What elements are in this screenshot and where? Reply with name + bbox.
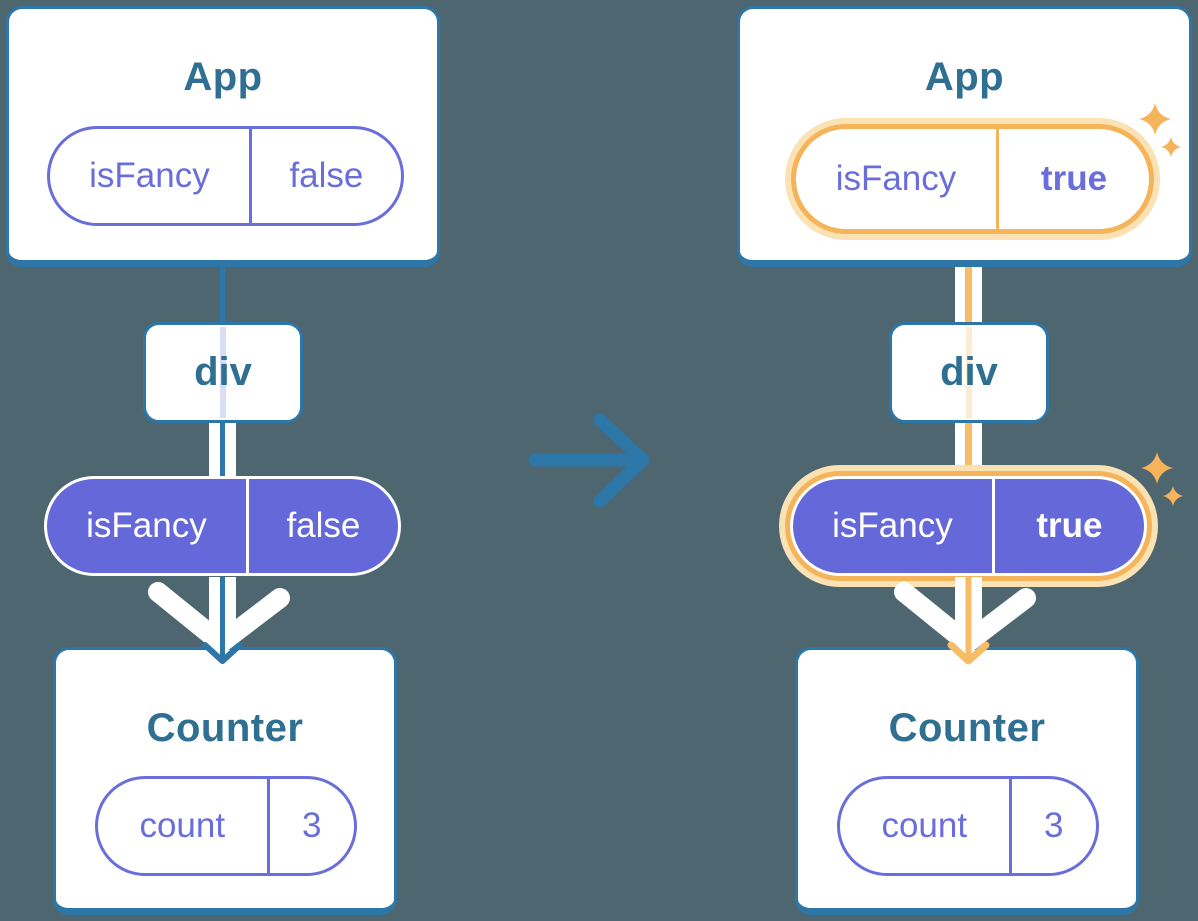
transition-arrow-icon xyxy=(528,413,650,508)
counter-card-before: Counter count 3 xyxy=(53,647,397,915)
app-div-connector-orange2-after xyxy=(965,267,972,325)
app-card-before: App isFancy false xyxy=(6,6,440,267)
state-value: 3 xyxy=(302,806,322,845)
div-node-label: div xyxy=(194,350,252,394)
prop-value: false xyxy=(289,156,364,195)
app-card-after: App isFancy true xyxy=(737,6,1192,267)
counter-card-after: Counter count 3 xyxy=(795,647,1139,915)
prop-arrow-icon-after xyxy=(894,577,1036,665)
state-name: count xyxy=(98,779,270,873)
state-pill-after: count 3 xyxy=(837,776,1099,876)
div-node-label: div xyxy=(940,350,998,394)
prop-value: true xyxy=(1040,159,1108,198)
counter-card-title: Counter xyxy=(146,706,304,750)
state-pill-before: count 3 xyxy=(95,776,357,876)
context-line-faint xyxy=(966,327,972,418)
sparkle-icon xyxy=(1141,452,1183,506)
prop-name: isFancy xyxy=(50,129,252,223)
state-name: count xyxy=(840,779,1012,873)
prop-arrow-icon-before xyxy=(148,577,290,664)
prop-value: false xyxy=(286,506,361,545)
counter-card-title: Counter xyxy=(888,706,1046,750)
div-node-after: div xyxy=(889,322,1049,423)
app-card-title: App xyxy=(183,55,263,99)
prop-pill-app-after: isFancy true xyxy=(796,129,1149,229)
prop-pill-passed-before: isFancy false xyxy=(44,476,401,576)
prop-name: isFancy xyxy=(796,129,999,229)
div-pill-connector-blue-before xyxy=(220,421,225,478)
prop-value: true xyxy=(1036,506,1103,545)
prop-name: isFancy xyxy=(47,479,249,573)
div-pill-connector-orange-after xyxy=(965,421,972,478)
state-value: 3 xyxy=(1044,806,1064,845)
prop-pill-app-before: isFancy false xyxy=(47,126,404,226)
div-node-before: div xyxy=(143,322,303,423)
app-card-title: App xyxy=(924,55,1005,99)
context-line-faint xyxy=(220,327,226,418)
prop-pill-passed-after: isFancy true xyxy=(790,476,1147,576)
app-div-connector-before xyxy=(220,265,225,325)
prop-name: isFancy xyxy=(793,479,995,573)
sparkle-icon xyxy=(1139,103,1181,157)
